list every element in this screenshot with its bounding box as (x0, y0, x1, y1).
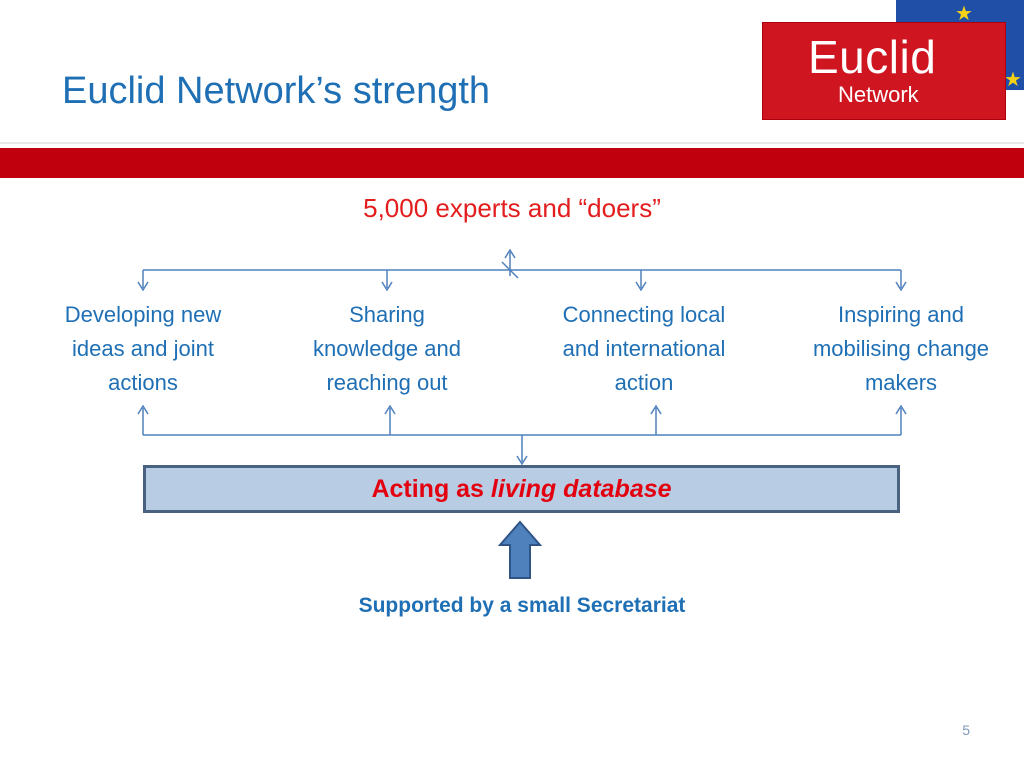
flag-star-icon: ★ (1004, 69, 1022, 91)
slide-title: Euclid Network’s strength (62, 70, 491, 112)
node-developing: Developing new ideas and joint actions (43, 298, 243, 400)
experts-label: 5,000 experts and “doers” (363, 193, 661, 223)
cross-mark (501, 261, 519, 279)
node-inspiring: Inspiring and mobilising change makers (790, 298, 1012, 400)
down-arrowhead-icon (381, 281, 393, 292)
node-connecting: Connecting local and international actio… (534, 298, 754, 400)
big-up-arrow-icon (497, 520, 543, 579)
db-box-prefix: Acting as (371, 475, 491, 503)
down-arrowhead-icon (635, 281, 647, 292)
node-line: action (614, 370, 674, 395)
down-arrowhead-icon (516, 455, 528, 466)
page-number: 5 (962, 722, 970, 738)
euclid-logo (762, 22, 1006, 120)
logo-main-text: Euclid (808, 31, 937, 83)
node-sharing: Sharing knowledge and reaching out (287, 298, 487, 400)
up-arrowhead-icon (384, 404, 396, 415)
flag-star-icon: ★ (955, 3, 973, 25)
node-line: Inspiring and (838, 302, 964, 327)
up-arrowhead-icon (895, 404, 907, 415)
node-line: ideas and joint (72, 336, 214, 361)
living-database-box: Acting as living database (143, 465, 900, 513)
logo-sub-text: Network (838, 82, 919, 107)
node-line: mobilising change (812, 336, 990, 361)
up-arrowhead-icon (137, 404, 149, 415)
node-line: reaching out (326, 370, 448, 395)
up-arrowhead-icon (650, 404, 662, 415)
node-line: Connecting local (562, 302, 726, 327)
node-line: actions (108, 370, 178, 395)
node-line: Developing new (64, 302, 222, 327)
node-line: Sharing (349, 302, 425, 327)
up-arrowhead-icon (504, 248, 516, 259)
down-arrowhead-icon (895, 281, 907, 292)
node-line: knowledge and (312, 336, 461, 361)
header-divider (0, 142, 1024, 144)
db-box-emphasis: living database (490, 475, 672, 503)
red-header-band (0, 148, 1024, 178)
support-label: Supported by a small Secretariat (358, 594, 686, 617)
down-arrowhead-icon (137, 281, 149, 292)
node-line: makers (864, 370, 938, 395)
node-line: and international (562, 336, 726, 361)
